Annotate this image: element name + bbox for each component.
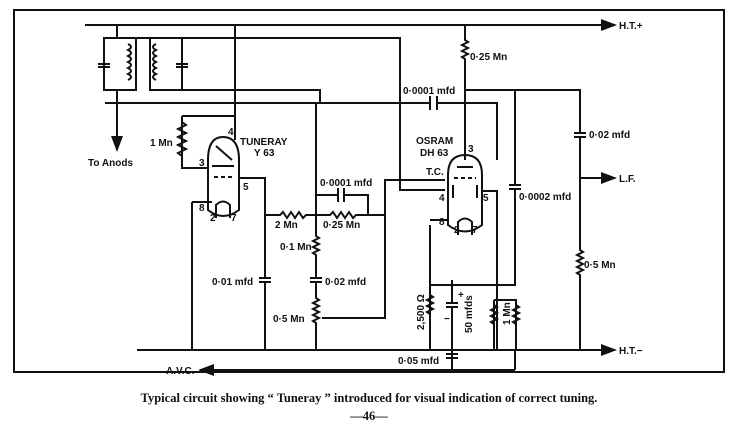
c-50-minus: − — [444, 314, 450, 325]
osram-tc: T.C. — [426, 167, 444, 178]
c-00001-coupling-label: 0·0001 mfd — [403, 86, 455, 97]
tuneray-type: Y 63 — [254, 148, 275, 159]
osram-valve — [429, 153, 498, 350]
r-1mn-tuneray-label: 1 Mn — [150, 138, 173, 149]
page-number: —46— — [349, 409, 388, 423]
c-00001-grid-label: 0·0001 mfd — [320, 178, 372, 189]
tuneray-pin: 7 — [231, 213, 237, 224]
tuneray-pin: 4 — [228, 127, 234, 138]
to-anodes-label: To Anods — [88, 158, 133, 169]
r-2mn-label: 2 Mn — [275, 220, 298, 231]
tuneray-name: TUNERAY — [240, 137, 288, 148]
c-005-label: 0·05 mfd — [398, 356, 439, 367]
if-transformer — [98, 25, 445, 191]
osram-pin: 4 — [439, 193, 445, 204]
c-002-vol-label: 0·02 mfd — [325, 277, 366, 288]
ht-minus-label: H.T.− — [619, 346, 643, 357]
osram-pin: 7 — [472, 225, 478, 236]
diagram-border — [13, 9, 725, 373]
r-1mn-bias-label: 1 Mn — [502, 302, 513, 325]
c-002-output-label: 0·02 mfd — [589, 130, 630, 141]
osram-pin: 5 — [483, 193, 489, 204]
figure-caption: Typical circuit showing “ Tuneray ” intr… — [141, 391, 598, 405]
r-025-grid-label: 0·25 Mn — [323, 220, 360, 231]
osram-name: OSRAM — [416, 136, 453, 147]
tuneray-pin: 3 — [199, 158, 205, 169]
tuneray-pin: 8 — [199, 203, 205, 214]
tuneray-pin: 2 — [210, 213, 216, 224]
osram-pin: 2 — [454, 225, 460, 236]
c-00002-label: 0·0002 mfd — [519, 192, 571, 203]
lf-label: L.F. — [619, 174, 636, 185]
c-50-label: 50 mfds — [464, 295, 475, 333]
ht-plus-label: H.T.+ — [619, 21, 643, 32]
r-2500-label: 2,500 Ω — [416, 294, 427, 330]
tuneray-valve — [191, 135, 266, 350]
osram-pin: 3 — [468, 144, 474, 155]
avc-label: A.V.C. — [166, 366, 195, 377]
c-001-label: 0·01 mfd — [212, 277, 253, 288]
r-01mn-label: 0·1 Mn — [280, 242, 312, 253]
osram-pin: 8 — [439, 217, 445, 228]
r-025-anode-label: 0·25 Mn — [470, 52, 507, 63]
pot-05mn-label: 0·5 Mn — [273, 314, 305, 325]
r-05mn-output-label: 0·5 Mn — [584, 260, 616, 271]
tuneray-pin: 5 — [243, 182, 249, 193]
c-50-plus: + — [458, 290, 464, 301]
osram-type: DH 63 — [420, 148, 449, 159]
